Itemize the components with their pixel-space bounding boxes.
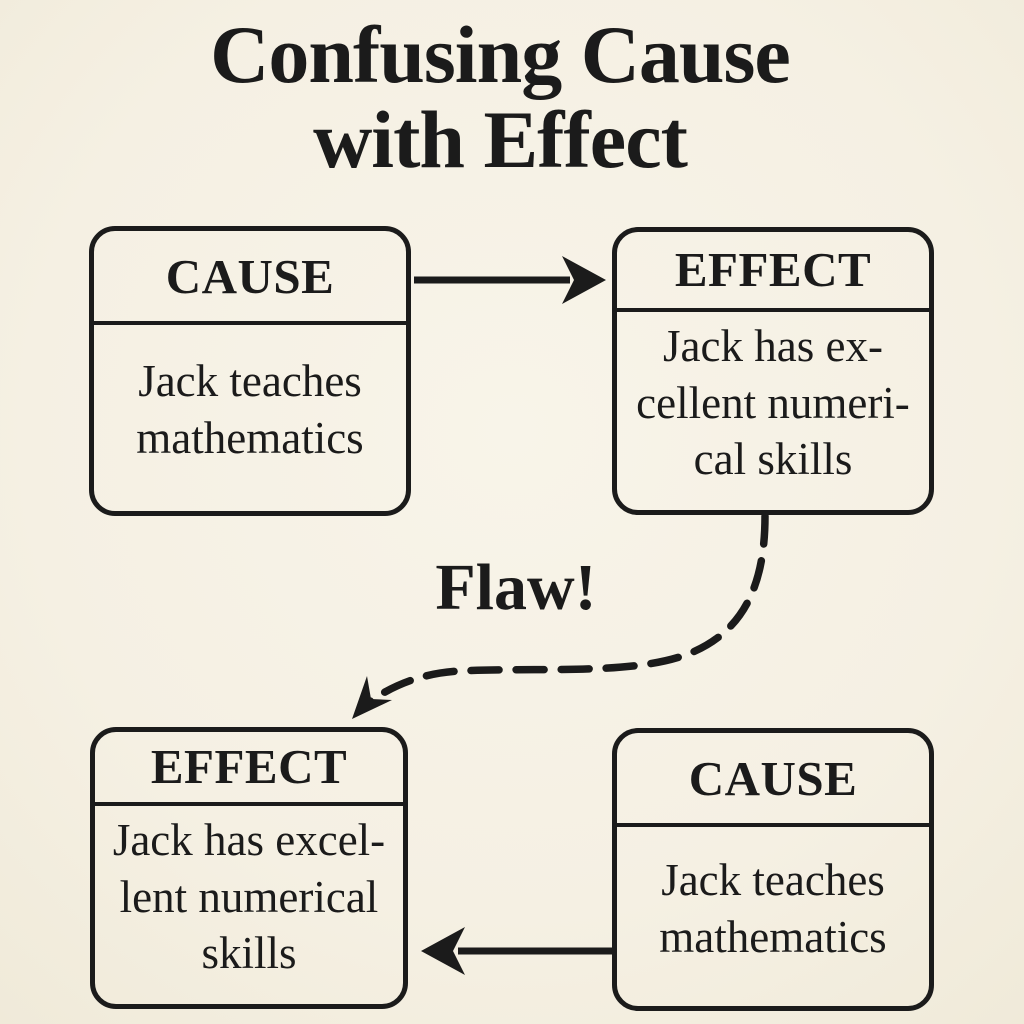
box-bottom-right-cause: CAUSE Jack teaches mathematics: [612, 728, 934, 1011]
box-top-left-cause: CAUSE Jack teaches mathematics: [89, 226, 411, 516]
body-line: cellent numeri-: [636, 377, 910, 428]
reversed-arrowhead-icon: [421, 927, 465, 975]
body-line: mathematics: [659, 911, 887, 962]
box-top-right-effect: EFFECT Jack has ex- cellent numeri- cal …: [612, 227, 934, 515]
page-title-line-2: with Effect: [313, 94, 688, 186]
cause-to-effect-arrow: [414, 256, 606, 304]
body-line: Jack teaches: [661, 854, 885, 905]
reversed-cause-to-effect-arrow: [421, 927, 612, 975]
body-line: lent numerical: [119, 871, 379, 922]
box-bottom-left-body: Jack has excel- lent numerical skills: [95, 806, 403, 1004]
box-top-right-header: EFFECT: [617, 232, 929, 312]
body-line: skills: [201, 928, 297, 979]
flaw-label: Flaw!: [435, 551, 597, 624]
box-top-left-header: CAUSE: [94, 231, 406, 325]
body-line: Jack has excel-: [112, 814, 386, 865]
body-line: Jack teaches: [138, 356, 362, 407]
box-bottom-left-header: EFFECT: [95, 732, 403, 806]
page-title-line-1: Confusing Cause: [210, 9, 791, 100]
body-line: mathematics: [136, 413, 364, 463]
page-title: Confusing Cause with Effect: [0, 12, 1012, 183]
cause-to-effect-arrowhead-icon: [562, 256, 606, 304]
box-bottom-right-header: CAUSE: [617, 733, 929, 827]
box-bottom-left-effect: EFFECT Jack has excel- lent numerical sk…: [90, 727, 408, 1009]
flaw-arrowhead-icon: [352, 676, 392, 719]
body-line: cal skills: [693, 434, 853, 485]
box-bottom-right-body: Jack teaches mathematics: [617, 827, 929, 1006]
box-top-left-body: Jack teaches mathematics: [94, 325, 406, 511]
body-line: Jack has ex-: [663, 320, 883, 371]
box-top-right-body: Jack has ex- cellent numeri- cal skills: [617, 312, 929, 510]
